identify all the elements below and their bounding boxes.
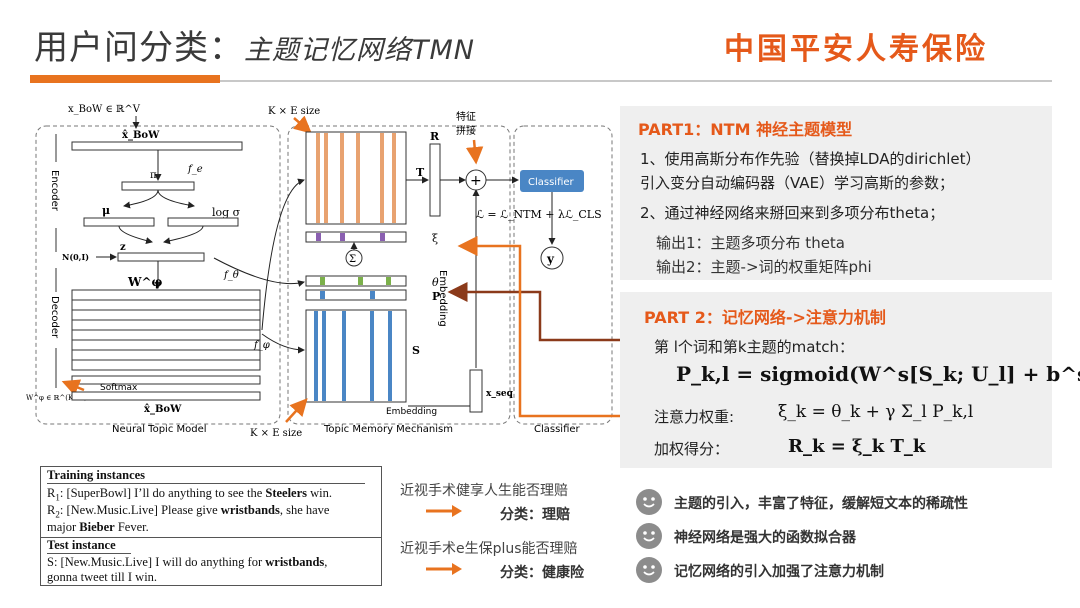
theta-label: θ [432,276,439,289]
kxe-bottom-label: K × E size [250,428,302,439]
part1-output1: 输出1：主题多项分布 theta [656,234,846,252]
test-s: S: [New.Music.Live] I will do anything f… [47,555,328,569]
softmax-label: Softmax [100,383,138,393]
s-matrix-stripes [314,311,392,401]
wphi-size-label: W^φ ∈ ℝ^(K×V) [26,394,87,402]
feature-concat-1: 特征 [456,111,476,123]
question-1: 近视手术健享人生能否理赔 [400,483,568,499]
S-label: S [412,344,420,357]
y-node [540,246,564,270]
theta-vector [305,275,407,287]
bullet-3: 记忆网络的引入加强了注意力机制 [674,564,884,580]
result-1: 分类：理赔 [500,507,570,523]
xbow-out-label: x̂_BoW [144,404,182,415]
prior-label: N(0,I) [62,252,89,262]
part1-output2: 输出2：主题->词的权重矩阵phi [656,258,872,276]
tmn-architecture-diagram: x_BoW ∈ ℝ^V x̂_BoW f_e π μ log σ z N(0,I… [26,104,613,439]
xbow-label: x̂_BoW [122,130,160,141]
training-r2: R2: [New.Music.Live] Please give wristba… [47,503,330,520]
title-subtitle: 主题记忆网络TMN [244,35,475,66]
fe-label: f_e [187,164,203,175]
encoder-label: Encoder [49,170,60,212]
xseq-vector [469,369,483,413]
smiley-icon [636,523,662,549]
kxe-top-label: K × E size [268,106,320,117]
tmm-caption: Topic Memory Mechanism [323,424,453,435]
bullet-2: 神经网络是强大的函数拟合器 [674,530,856,546]
page-title: 用户问分类：主题记忆网络TMN [34,20,475,69]
training-divider [47,483,365,484]
decoder-rows [72,299,260,361]
header-accent-bar [30,75,220,83]
tmm-panel [287,125,511,425]
sum-symbol: Σ [349,254,356,265]
smiley-icon [636,557,662,583]
header-divider [30,80,1052,82]
part1-title: PART1：NTM 神经主题模型 [638,120,853,139]
ftheta-label: f_θ [223,270,239,281]
xseq-label: x_seq [486,389,514,399]
t-matrix-stripes [316,133,396,223]
mu-label: μ [102,204,110,217]
title-prefix: 用户问分类： [34,28,244,68]
training-r2-cont: major Bieber Fever. [47,520,149,534]
logsigma-label: log σ [212,206,241,219]
classifier-box [520,170,584,192]
test-s-cont: gonna tweet till I win. [47,570,158,584]
xbow-out-layer [71,391,261,401]
test-divider [47,553,131,554]
part1-panel: PART1：NTM 神经主题模型 1、使用高斯分布作先验（替换掉LDA的diri… [620,106,1052,280]
attention-formula: ξ_k = θ_k + γ Σ_l P_k,l [778,402,974,422]
T-label: T [416,166,425,179]
weighted-formula: R_k = ξ_k T_k [788,436,926,457]
match-label: 第 l个词和第k主题的match： [654,338,855,356]
weighted-label: 加权得分： [654,440,730,458]
R-label: R [430,130,440,143]
test-header: Test instance [47,538,116,552]
training-header: Training instances [47,468,146,482]
embedding-vertical-label: Embedding [437,270,448,327]
arrow-right-icon [426,505,462,517]
xbow-input-label: x_BoW ∈ ℝ^V [68,104,141,115]
section-divider [41,537,381,538]
part1-line3: 2、通过神经网络来掰回来到多项分布theta； [640,204,945,222]
part2-title: PART 2：记忆网络->注意力机制 [644,308,886,327]
loss-formula: ℒ = ℒ_NTM + λℒ_CLS [476,208,602,221]
classifier-caption: Classifier [534,424,581,435]
ntm-panel [35,125,281,425]
pi-label: π [150,170,157,181]
ntm-caption: Neural Topic Model [112,424,207,435]
attention-label: 注意力权重: [654,408,735,426]
z-label: z [120,242,126,253]
z-layer [117,252,205,262]
classifier-panel [513,125,613,425]
part2-panel: PART 2：记忆网络->注意力机制 第 l个词和第k主题的match： P_k… [620,292,1080,468]
plus-symbol: + [470,173,482,189]
part1-line1: 1、使用高斯分布作先验（替换掉LDA的dirichlet） [640,150,981,168]
brand-logo-text: 中国平安人寿保险 [724,32,988,67]
p-vector [305,289,407,301]
P-label: P [432,290,440,303]
bullet-1: 主题的引入，丰富了特征，缓解短文本的稀疏性 [674,496,968,512]
embedding-horizontal-label: Embedding [386,407,437,417]
part1-line2: 引入变分自动编码器（VAE）学习高斯的参数； [640,174,955,192]
feature-concat-2: 拼接 [456,124,476,137]
training-r1: R1: [SuperBowl] I’ll do anything to see … [47,486,333,503]
match-formula: P_k,l = sigmoid(W^s[S_k; U_l] + b^s) [676,362,1080,386]
result-2: 分类：健康险 [500,565,584,581]
classifier-box-label: Classifier [528,177,575,188]
wphi-label: W^φ [127,275,163,289]
question-2: 近视手术e生保plus能否理赔 [400,541,578,557]
smiley-icon [636,489,662,515]
xbow-layer [71,141,243,151]
y-label: y [546,252,555,266]
fphi-label: f_φ [253,340,270,351]
instances-box: Training instances R1: [SuperBowl] I’ll … [40,466,382,586]
decoder-label: Decoder [49,296,60,339]
arrow-right-icon [426,563,462,575]
xi-label: ξ [432,232,438,245]
